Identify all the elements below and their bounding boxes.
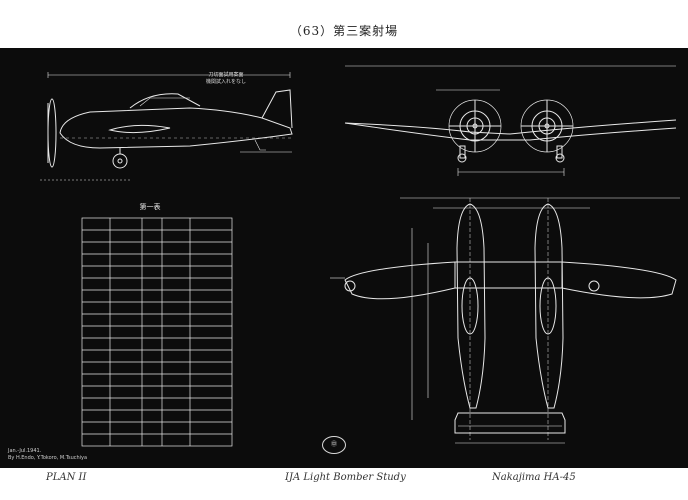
caption-study: IJA Light Bomber Study	[285, 472, 406, 483]
table-title: 第一表	[139, 203, 161, 211]
caption-plan: PLAN II	[46, 472, 87, 483]
plan-view	[330, 197, 680, 444]
credit-line-1: Jan.-Jul.1941.	[8, 448, 42, 454]
credit-line-2: By H.Endo, Y.Tokoro, M.Tsuchiya	[8, 455, 88, 461]
page-header: （63）第三案射場	[289, 24, 399, 38]
side-note-line-2: 機関試入れをなし	[206, 79, 247, 85]
spec-table	[81, 217, 233, 447]
side-view	[40, 72, 293, 181]
caption-model: Nakajima HA-45	[492, 472, 576, 483]
blueprint-drawing	[40, 65, 680, 447]
front-view	[344, 65, 677, 176]
side-view-note: 刀切面試用案面 機関試入れをなし	[206, 72, 246, 86]
credit-block: Jan.-Jul.1941. By H.Endo, Y.Tokoro, M.Ts…	[8, 448, 87, 462]
blueprint-sheet: 刀切面試用案面 機関試入れをなし 第一表 ㊥ Jan.-Jul.1941. By…	[0, 48, 688, 468]
stamp-seal: ㊥	[322, 436, 346, 454]
side-note-line-1: 刀切面試用案面	[208, 72, 244, 78]
